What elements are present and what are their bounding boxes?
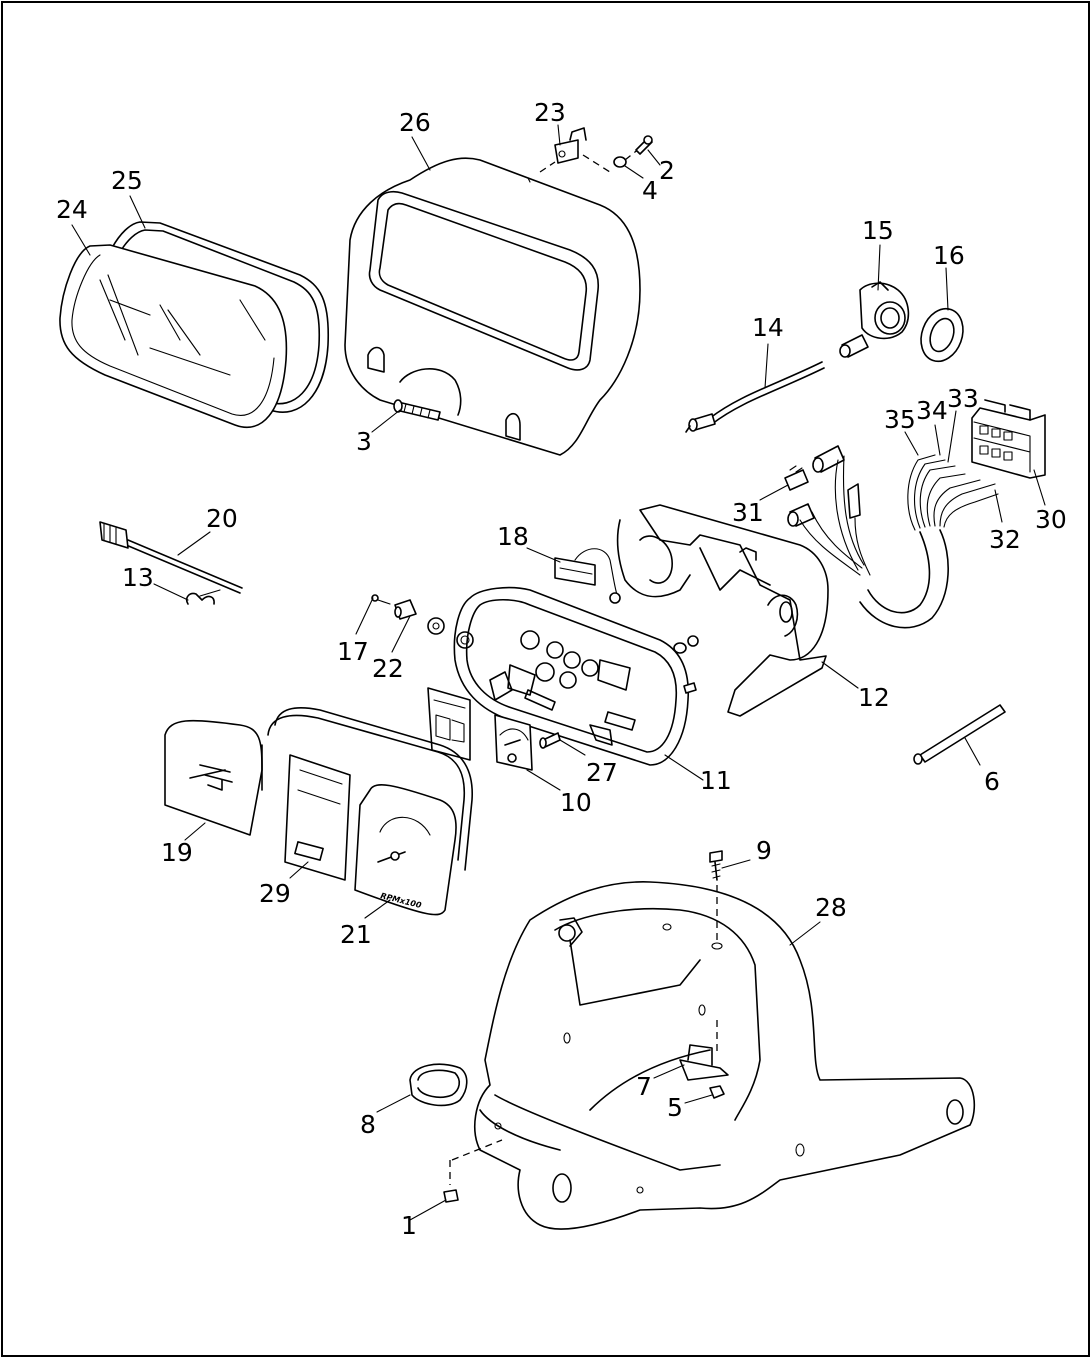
bulb-socket-31 [784,445,871,576]
callout-labels: 1 2 3 4 5 6 7 8 9 10 11 12 13 14 15 16 1… [56,98,1067,1240]
bracket-23 [539,127,611,173]
screw-2 [635,135,653,155]
callout-18: 18 [497,522,529,551]
clip-13 [185,589,221,605]
callout-24: 24 [56,195,88,224]
harness-clip-18 [554,548,621,604]
callout-13: 13 [122,563,154,592]
small-parts-27 [539,635,699,749]
panel-29 [284,754,351,881]
nut-1 [443,1139,503,1203]
speedometer-adapter-15 [839,281,910,358]
callout-32: 32 [989,525,1021,554]
grommet-8 [409,1063,468,1107]
callout-8: 8 [360,1110,376,1139]
callout-29: 29 [259,879,291,908]
wire-bundle-32-35 [859,454,999,629]
instrument-bracket-12 [616,504,829,717]
callout-12: 12 [858,683,890,712]
callout-28: 28 [815,893,847,922]
washer-4 [613,147,641,168]
callout-26: 26 [399,108,431,137]
callout-1: 1 [401,1211,417,1240]
callout-17: 17 [337,637,369,666]
cable-14 [685,361,825,433]
callout-11: 11 [700,766,732,795]
fuel-gauge-10 [494,714,533,771]
callout-6: 6 [984,767,1000,796]
instrument-case-11 [453,586,690,766]
ring-16 [920,307,964,363]
cable-strap-6 [913,704,1006,765]
connector-30 [971,399,1046,479]
callout-27: 27 [586,758,618,787]
callout-25: 25 [111,166,143,195]
gauge-face-19 [164,719,263,836]
callout-34: 34 [916,396,948,425]
callout-21: 21 [340,920,372,949]
upper-instrument-housing-26 [344,157,641,456]
callout-4: 4 [642,176,658,205]
callout-2: 2 [659,156,675,185]
callout-30: 30 [1035,505,1067,534]
callout-15: 15 [862,216,894,245]
callout-7: 7 [636,1072,652,1101]
screw-9 [709,850,723,1055]
tachometer-21: RPMx100 [354,784,457,916]
callout-9: 9 [756,836,772,865]
callout-3: 3 [356,427,372,456]
callout-33: 33 [947,384,979,413]
bracket-7-nut-5 [679,1044,729,1099]
speedo-cable-20 [99,521,243,594]
callout-31: 31 [732,498,764,527]
callout-10: 10 [560,788,592,817]
gauge-housing [261,707,473,871]
callout-23: 23 [534,98,566,127]
callout-20: 20 [206,504,238,533]
lower-housing-28 [474,881,976,1230]
callout-35: 35 [884,405,916,434]
callout-16: 16 [933,241,965,270]
callout-22: 22 [372,654,404,683]
callout-19: 19 [161,838,193,867]
indicator-block [427,687,471,761]
bulb-22-and-screw-17 [371,594,445,635]
leader-lines [71,124,1046,1221]
screw-3 [393,399,441,421]
callout-5: 5 [667,1093,683,1122]
callout-14: 14 [752,313,784,342]
instrument-lens-24 [59,244,288,429]
